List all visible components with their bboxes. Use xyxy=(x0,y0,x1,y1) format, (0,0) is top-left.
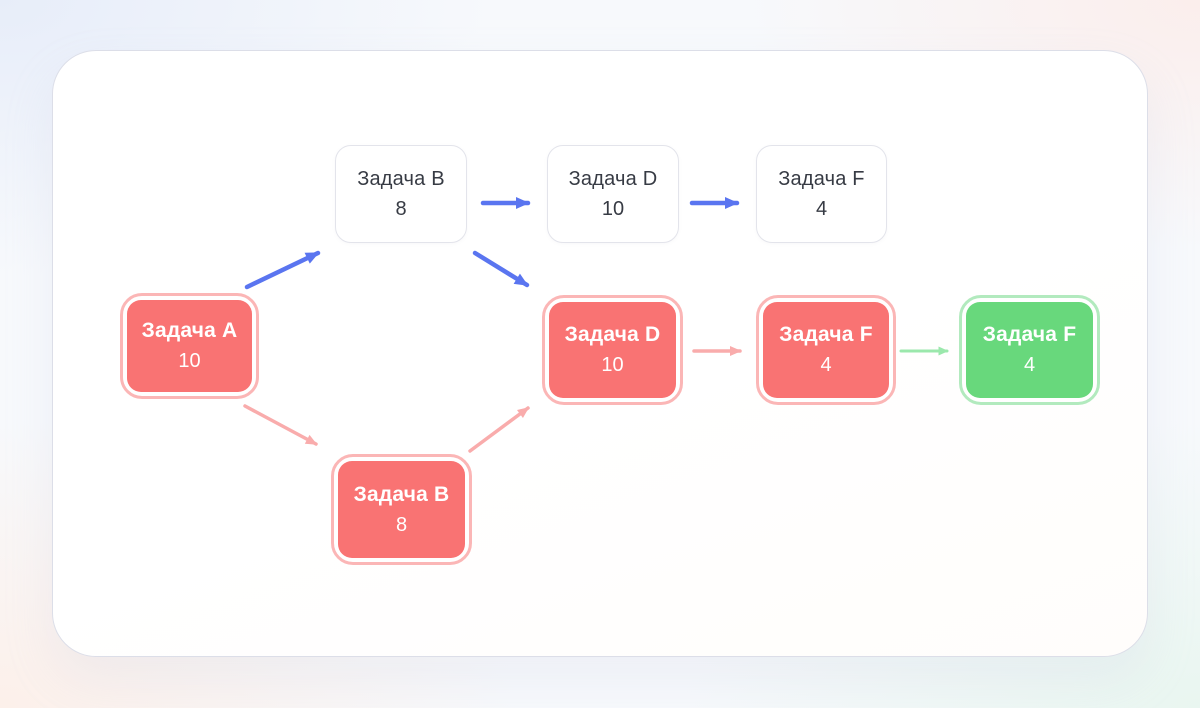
task-duration: 10 xyxy=(178,350,201,372)
task-label: Задача F xyxy=(778,167,865,190)
task-duration: 4 xyxy=(815,197,828,220)
edge-b-to-d xyxy=(468,406,530,453)
edge-b-alt-to-d xyxy=(472,250,530,288)
node-task-a: Задача A 10 xyxy=(120,293,259,399)
task-duration: 4 xyxy=(1023,354,1036,376)
edge-a-to-b-alt xyxy=(244,250,321,290)
edge-a-to-b xyxy=(243,404,318,446)
task-duration: 10 xyxy=(601,354,624,376)
task-duration: 10 xyxy=(601,197,625,220)
task-label: Задача B xyxy=(357,167,445,190)
node-task-b: Задача B 8 xyxy=(331,454,472,565)
node-task-b-alt: Задача B 8 xyxy=(335,145,467,243)
task-label: Задача F xyxy=(779,323,873,346)
task-duration: 8 xyxy=(395,513,408,536)
node-task-f-done: Задача F 4 xyxy=(959,295,1100,405)
task-label: Задача D xyxy=(564,323,661,346)
task-label: Задача A xyxy=(141,319,238,342)
task-label: Задача F xyxy=(982,323,1077,346)
node-task-d: Задача D 10 xyxy=(542,295,683,405)
node-task-f-alt: Задача F 4 xyxy=(756,145,887,243)
task-duration: 8 xyxy=(395,197,407,220)
task-label: Задача D xyxy=(568,167,658,190)
node-task-f: Задача F 4 xyxy=(756,295,896,405)
node-task-d-alt: Задача D 10 xyxy=(547,145,679,243)
task-duration: 4 xyxy=(820,354,832,376)
task-label: Задача B xyxy=(353,482,450,506)
